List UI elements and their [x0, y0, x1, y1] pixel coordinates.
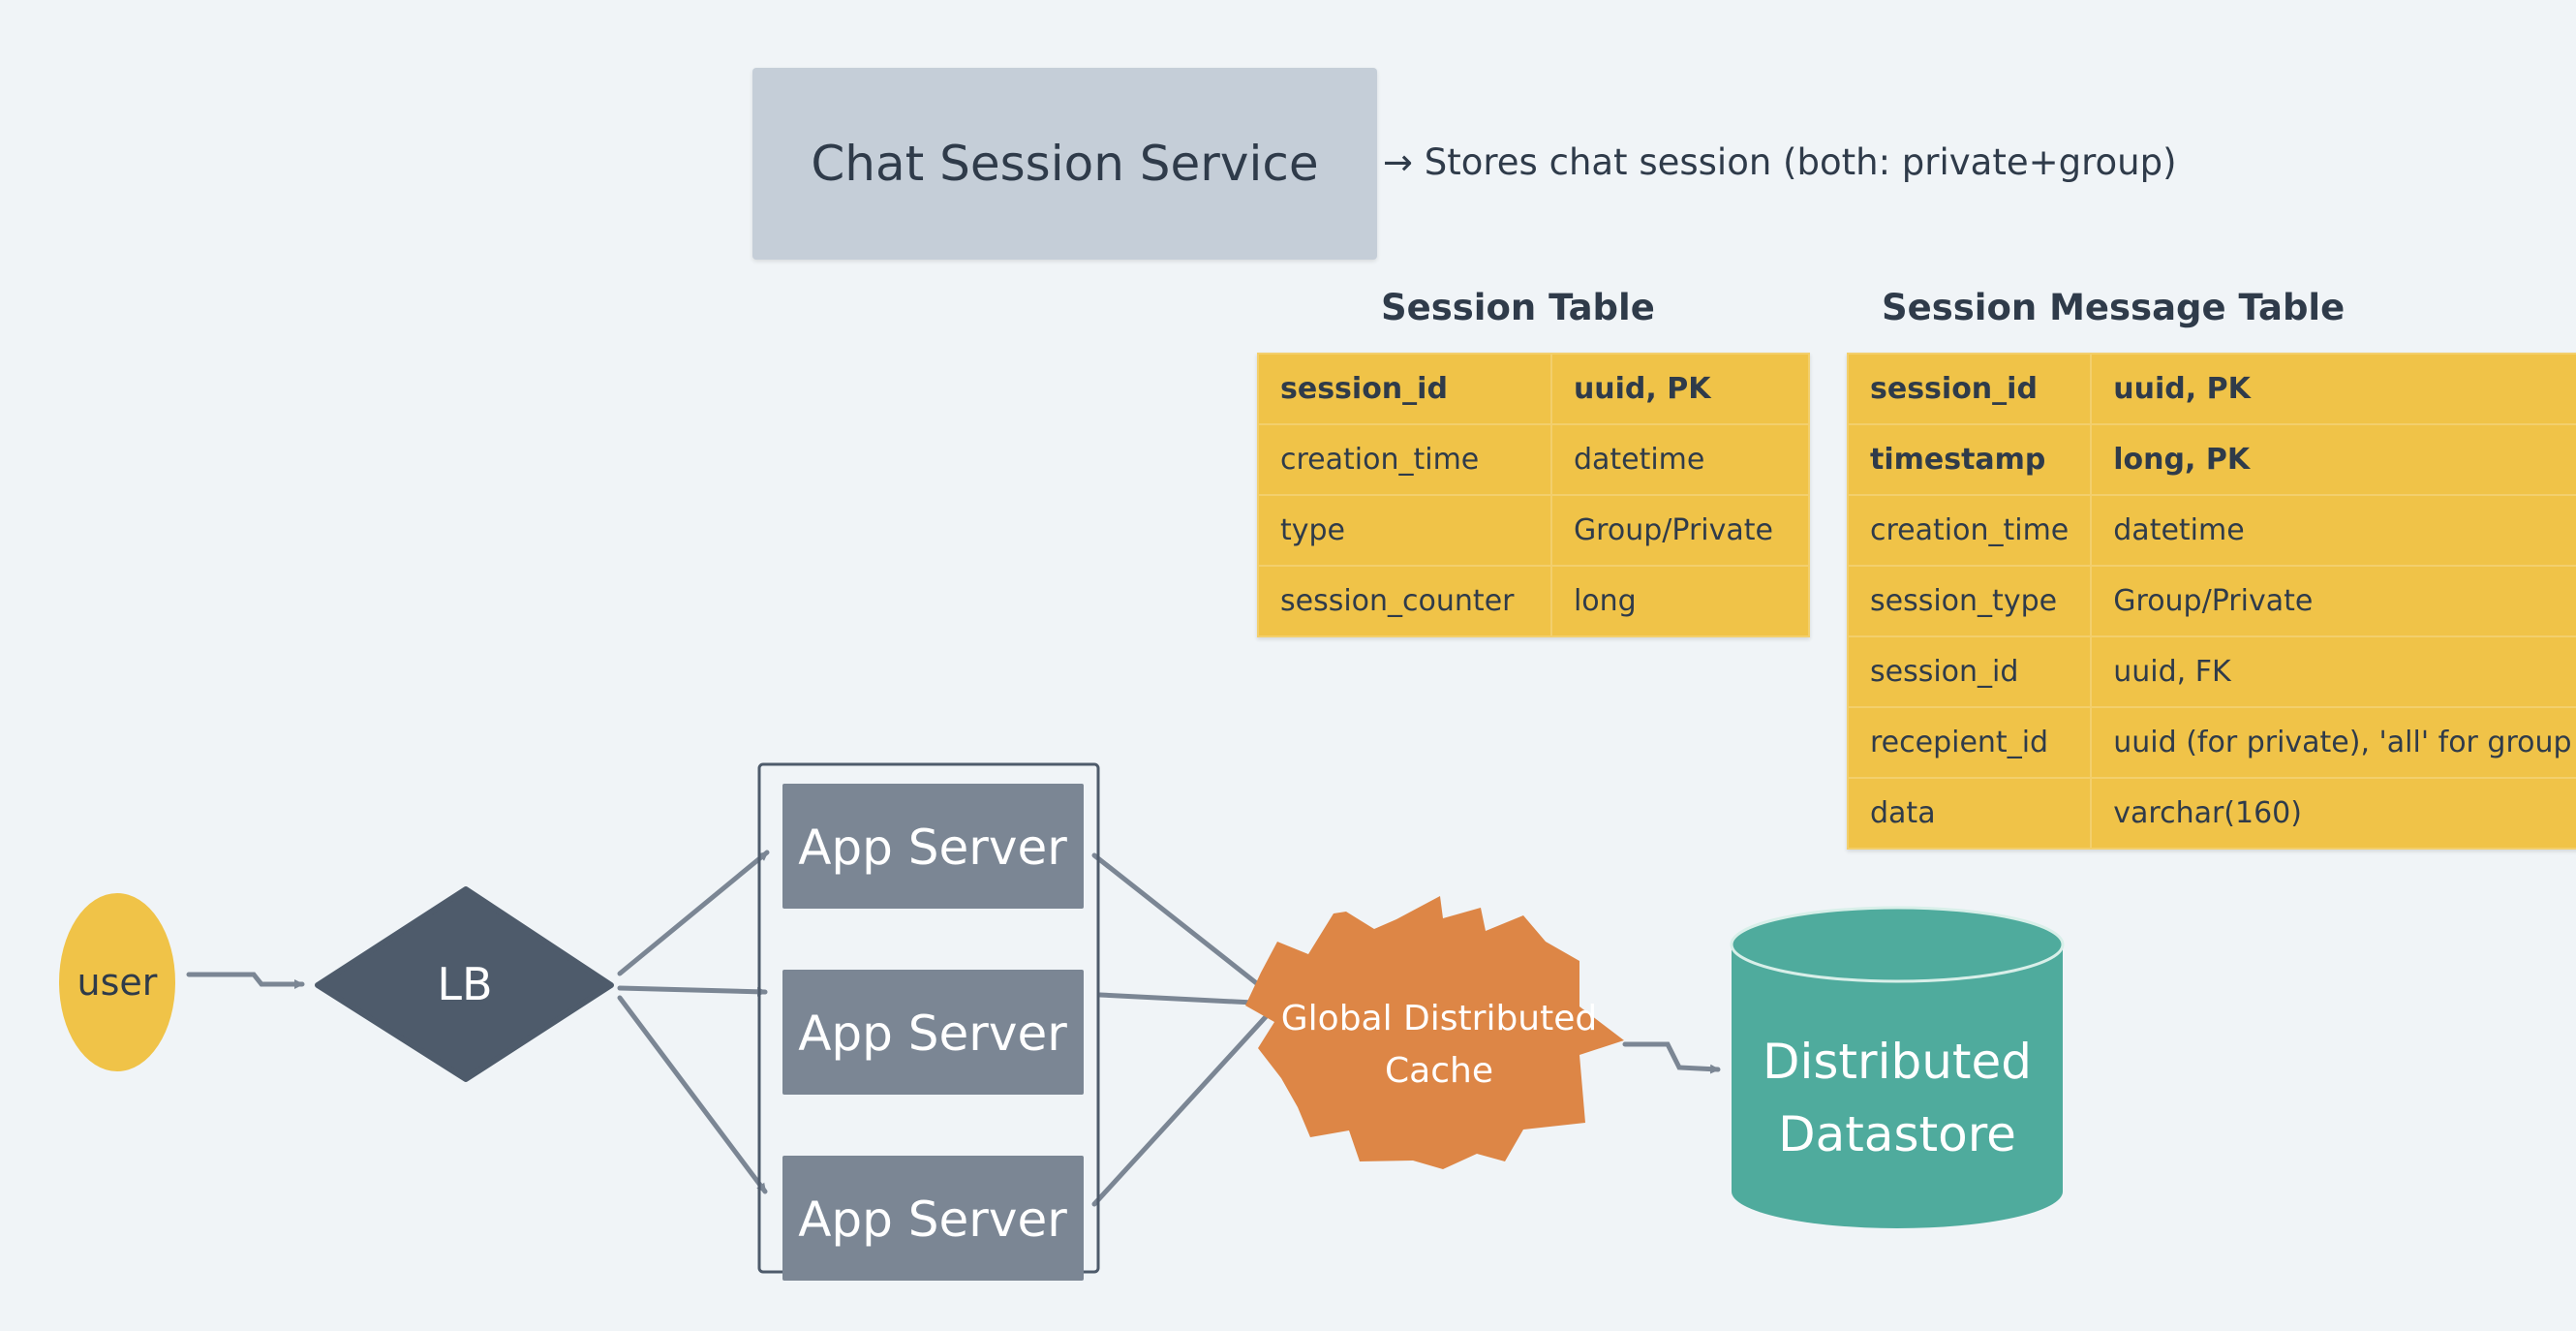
table-row: data varchar(160) — [1846, 777, 2576, 850]
table-row: creation_time datetime — [1846, 494, 2576, 567]
connectors — [186, 850, 1721, 1207]
column-name: creation_time — [1257, 423, 1552, 496]
column-name: session_id — [1846, 635, 2093, 708]
table-row: creation_time datetime — [1257, 423, 1811, 496]
chat-session-service-title: Chat Session Service — [811, 136, 1319, 192]
column-type: Group/Private — [1549, 494, 1811, 567]
column-name: data — [1846, 777, 2093, 850]
chat-session-service-note: → Stores chat session (both: private+gro… — [1383, 141, 2177, 183]
session-table: session_id uuid, PK creation_time dateti… — [1257, 353, 1811, 637]
app-server-1: App Server — [782, 784, 1084, 909]
column-type: long — [1549, 565, 1811, 637]
column-type: Group/Private — [2090, 565, 2576, 637]
app-server-3-label: App Server — [798, 1192, 1067, 1248]
app-server-1-to-cache-connector — [1091, 852, 1275, 999]
lb-to-app-server-3-connector — [617, 995, 768, 1194]
datastore-label-line2: Datastore — [1778, 1106, 2016, 1162]
datastore-node: Distributed Datastore — [1730, 906, 2065, 1228]
chat-session-service-box: Chat Session Service — [752, 68, 1377, 260]
lb-to-app-server-2-connector — [617, 985, 768, 997]
user-label: user — [77, 961, 158, 1004]
app-server-1-label: App Server — [798, 820, 1067, 876]
table-row: type Group/Private — [1257, 494, 1811, 567]
column-type: varchar(160) — [2090, 777, 2576, 850]
session-message-table: session_id uuid, PK timestamp long, PK c… — [1846, 353, 2576, 850]
table-row: session_id uuid, PK — [1846, 353, 2576, 425]
table-row: session_counter long — [1257, 565, 1811, 637]
column-name: timestamp — [1846, 423, 2093, 496]
session-message-table-title: Session Message Table — [1882, 287, 2346, 328]
lb-to-app-server-1-connector — [617, 850, 770, 976]
table-row: session_id uuid, FK — [1846, 635, 2576, 708]
column-type: uuid, PK — [1549, 353, 1811, 425]
table-row: recepient_id uuid (for private), 'all' f… — [1846, 706, 2576, 779]
column-name: type — [1257, 494, 1552, 567]
table-row: timestamp long, PK — [1846, 423, 2576, 496]
column-name: session_id — [1846, 353, 2093, 425]
table-row: session_id uuid, PK — [1257, 353, 1811, 425]
lb-label: LB — [437, 958, 492, 1010]
app-server-3: App Server — [782, 1156, 1084, 1281]
user-to-lb-connector — [186, 972, 305, 989]
app-server-3-to-cache-connector — [1091, 1006, 1275, 1207]
column-name: recepient_id — [1846, 706, 2093, 779]
app-server-2-label: App Server — [798, 1006, 1067, 1062]
datastore-label-line1: Distributed — [1763, 1034, 2032, 1090]
column-name: session_id — [1257, 353, 1552, 425]
column-type: datetime — [2090, 494, 2576, 567]
session-table-title: Session Table — [1381, 287, 1655, 328]
app-server-2: App Server — [782, 970, 1084, 1095]
column-type: uuid, PK — [2090, 353, 2576, 425]
table-row: session_type Group/Private — [1846, 565, 2576, 637]
global-cache-node: Global Distributed Cache — [1245, 896, 1624, 1169]
cache-to-datastore-connector — [1622, 1041, 1721, 1074]
app-server-2-to-cache-connector — [1097, 992, 1275, 1008]
load-balancer-node: LB — [315, 886, 614, 1082]
column-type: long, PK — [2090, 423, 2576, 496]
column-type: uuid, FK — [2090, 635, 2576, 708]
column-name: session_counter — [1257, 565, 1552, 637]
column-type: datetime — [1549, 423, 1811, 496]
cache-label-line2: Cache — [1385, 1051, 1493, 1091]
column-name: session_type — [1846, 565, 2093, 637]
cache-label-line1: Global Distributed — [1281, 999, 1597, 1038]
column-type: uuid (for private), 'all' for group — [2090, 706, 2576, 779]
user-node: user — [59, 893, 175, 1071]
column-name: creation_time — [1846, 494, 2093, 567]
